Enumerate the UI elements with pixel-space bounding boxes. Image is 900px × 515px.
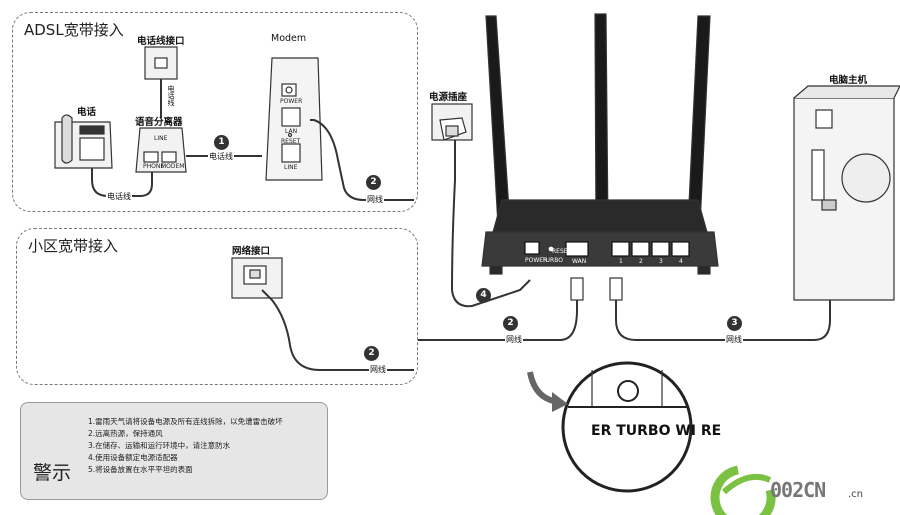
step-3-badge: 3 xyxy=(727,316,742,331)
phone-line-splitter-modem-label: 电话线 xyxy=(208,151,234,162)
net-line-wan-label: 网线 xyxy=(505,334,523,345)
splitter-line-port-label: LINE xyxy=(154,135,168,142)
splitter-label: 语音分离器 xyxy=(135,117,183,128)
network-wall-jack-icon xyxy=(231,257,283,299)
step-2-adsl-badge: 2 xyxy=(366,175,381,190)
modem-line-port-label: LINE xyxy=(284,164,298,171)
network-jack-label: 网络接口 xyxy=(232,246,271,257)
warning-title: 警示 xyxy=(33,462,72,484)
power-socket-icon xyxy=(431,103,473,141)
adsl-panel xyxy=(12,12,418,212)
phone-label: 电话 xyxy=(77,107,97,118)
warning-line: 5.将设备放置在水平平坦的表面 xyxy=(88,465,193,474)
net-line-adsl-label: 网线 xyxy=(366,194,384,205)
watermark-logo-icon xyxy=(710,465,776,515)
pc-label: 电脑主机 xyxy=(829,75,868,86)
net-line-pc-label: 网线 xyxy=(725,334,743,345)
phone-jack-label: 电话线接口 xyxy=(137,36,185,47)
step-2-wan-badge: 2 xyxy=(503,316,518,331)
router-reset-label: RESET xyxy=(552,248,572,255)
community-panel xyxy=(16,228,418,385)
phone-line-phone-splitter-label: 电话线 xyxy=(106,191,132,202)
phone-wall-jack-icon xyxy=(144,46,178,80)
router-lan-port-2-label: 2 xyxy=(639,258,643,265)
warning-box xyxy=(20,402,328,500)
warning-line: 3.在储存、运输和运行环境中，请注意防水 xyxy=(88,441,231,450)
zoom-callout-icon xyxy=(561,361,693,493)
watermark-tld: .cn xyxy=(848,489,864,500)
warning-lines: 1.雷雨天气请将设备电源及所有连线拆除，以免遭雷击破坏 2.远离热源，保持通风 … xyxy=(88,416,328,476)
router-antennas-icon xyxy=(485,13,711,231)
step-1-badge: 1 xyxy=(214,135,229,150)
telephone-icon xyxy=(54,114,113,169)
warning-line: 1.雷雨天气请将设备电源及所有连线拆除，以免遭雷击破坏 xyxy=(88,417,283,426)
community-panel-title: 小区宽带接入 xyxy=(28,237,119,255)
warning-line: 2.远离热源，保持通风 xyxy=(88,429,163,438)
modem-label: Modem xyxy=(271,33,307,44)
router-lan-port-3-label: 3 xyxy=(659,258,663,265)
step-2-community-badge: 2 xyxy=(364,346,379,361)
modem-power-port-label: POWER xyxy=(280,98,303,105)
router-lan-port-1-label: 1 xyxy=(619,258,623,265)
splitter-phone-port-label: PHONE xyxy=(143,163,165,170)
splitter-modem-port-label: MODEM xyxy=(161,163,185,170)
pc-tower-icon xyxy=(793,85,900,301)
phone-line-vertical-label: 电话线 xyxy=(165,85,177,106)
router-power-port-label: POWER xyxy=(525,257,548,264)
adsl-panel-title: ADSL宽带接入 xyxy=(24,21,124,39)
router-icon xyxy=(481,199,719,275)
net-line-community-label: 网线 xyxy=(369,364,387,375)
modem-icon xyxy=(265,57,323,181)
warning-line: 4.使用设备额定电源适配器 xyxy=(88,453,178,462)
power-socket-label: 电源插座 xyxy=(429,92,468,103)
watermark-text: 002CN xyxy=(770,478,826,502)
router-turbo-label: TURBO xyxy=(542,257,563,264)
step-4-badge: 4 xyxy=(476,288,491,303)
router-lan-port-4-label: 4 xyxy=(679,258,683,265)
splitter-icon xyxy=(135,127,187,173)
modem-lan-port-label: LAN xyxy=(285,128,298,135)
modem-reset-label: RESET xyxy=(281,138,301,145)
zoom-turbo-text: ER TURBO WI RE xyxy=(591,423,722,439)
router-wan-port-label: WAN xyxy=(572,258,587,265)
